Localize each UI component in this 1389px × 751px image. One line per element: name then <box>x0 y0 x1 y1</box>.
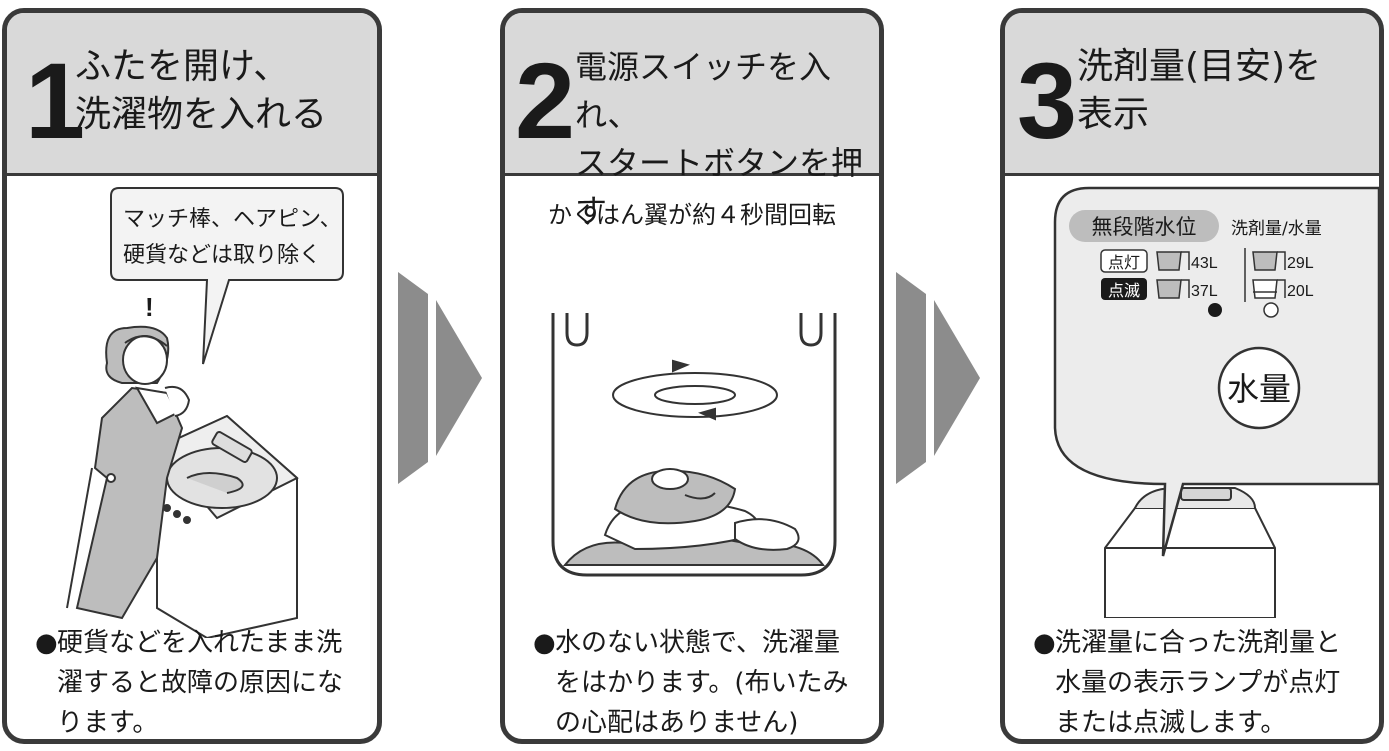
step-1-note: ●硬貨などを入れたまま洗濯すると故障の原因になります。 <box>35 623 357 739</box>
bubble-line-2: 硬貨などは取り除く <box>123 243 321 268</box>
step-3-header: 3 洗剤量(目安)を 表示 <box>1005 13 1379 176</box>
step-2-number: 2 <box>515 40 576 161</box>
step-1-note-text: 硬貨などを入れたまま洗濯すると故障の原因になります。 <box>57 628 344 738</box>
step-2-note: ●水のない状態で、洗濯量をはかります。(布いたみの心配はありません) <box>533 623 859 739</box>
step-3-bullet: ● <box>1033 628 1056 658</box>
detergent-cup-icon <box>1156 251 1190 299</box>
step-3-card: 3 洗剤量(目安)を 表示 無段階水位 洗剤量/水量 点灯 点滅 <box>1000 8 1384 744</box>
water-level-button-label: 水量 <box>1227 370 1291 408</box>
washer-icon <box>155 414 299 638</box>
step-3-title: 洗剤量(目安)を 表示 <box>1077 46 1322 135</box>
water-level-button[interactable]: 水量 <box>1217 346 1301 430</box>
step-1-bullet: ● <box>35 628 58 658</box>
detergent-37: 37L <box>1191 283 1218 300</box>
step-2-card: 2 電源スイッチを入れ、 スタートボタンを押す かくはん翼が約４秒間回転 ●水の… <box>500 8 884 744</box>
detergent-43: 43L <box>1191 255 1218 272</box>
step-2-subtitle: かくはん翼が約４秒間回転 <box>548 201 836 229</box>
step-2-illustration <box>551 313 837 577</box>
mode-indicator: 無段階水位 洗剤量/水量 <box>1069 210 1322 242</box>
water-cup-icon <box>1252 251 1286 299</box>
water-20: 20L <box>1287 283 1314 300</box>
step-2-title: 電源スイッチを入れ、 スタートボタンを押す <box>575 48 864 230</box>
step-1-title: ふたを開け、 洗濯物を入れる <box>75 46 328 135</box>
blink-legend: 点滅 <box>1101 278 1147 300</box>
washer-icon <box>1104 487 1276 618</box>
bubble-line-1: マッチ棒、ヘアピン、 <box>123 207 342 232</box>
step-2-header: 2 電源スイッチを入れ、 スタートボタンを押す <box>505 13 879 230</box>
step-3-number: 3 <box>1017 40 1078 161</box>
lamp-on-icon <box>1208 303 1222 317</box>
laundry-clothes <box>562 468 825 566</box>
exclamation-mark: ! <box>145 292 154 322</box>
step-1-number: 1 <box>25 40 86 161</box>
woman-figure <box>66 325 191 620</box>
lamp-off-icon <box>1263 302 1279 318</box>
water-29: 29L <box>1287 255 1314 272</box>
rotation-arrow-icon <box>612 359 778 421</box>
step-2-bullet: ● <box>533 628 556 658</box>
mode-right-label: 洗剤量/水量 <box>1231 219 1322 239</box>
step-1-header: 1 ふたを開け、 洗濯物を入れる <box>7 13 377 176</box>
step-1-illustration: マッチ棒、ヘアピン、 硬貨などは取り除く ! <box>66 187 344 638</box>
arrow-2-icon <box>896 272 980 484</box>
lit-label: 点灯 <box>1108 253 1140 272</box>
washing-tub <box>551 313 837 577</box>
step-3-note: ●洗濯量に合った洗剤量と水量の表示ランプが点灯または点滅します。 <box>1033 623 1359 739</box>
blink-label: 点滅 <box>1108 281 1140 300</box>
speech-bubble: マッチ棒、ヘアピン、 硬貨などは取り除く <box>110 187 344 365</box>
step-3-illustration: 無段階水位 洗剤量/水量 点灯 点滅 43L 37L 29L 20L <box>1053 186 1379 618</box>
lit-legend: 点灯 <box>1100 249 1148 273</box>
arrow-1-icon <box>398 272 482 484</box>
step-2-note-text: 水のない状態で、洗濯量をはかります。(布いたみの心配はありません) <box>555 628 849 738</box>
step-1-card: 1 ふたを開け、 洗濯物を入れる マッチ棒、ヘアピン、 硬貨などは取り除く ! <box>2 8 382 744</box>
step-3-note-text: 洗濯量に合った洗剤量と水量の表示ランプが点灯または点滅します。 <box>1055 628 1342 738</box>
mode-label: 無段階水位 <box>1092 215 1197 239</box>
